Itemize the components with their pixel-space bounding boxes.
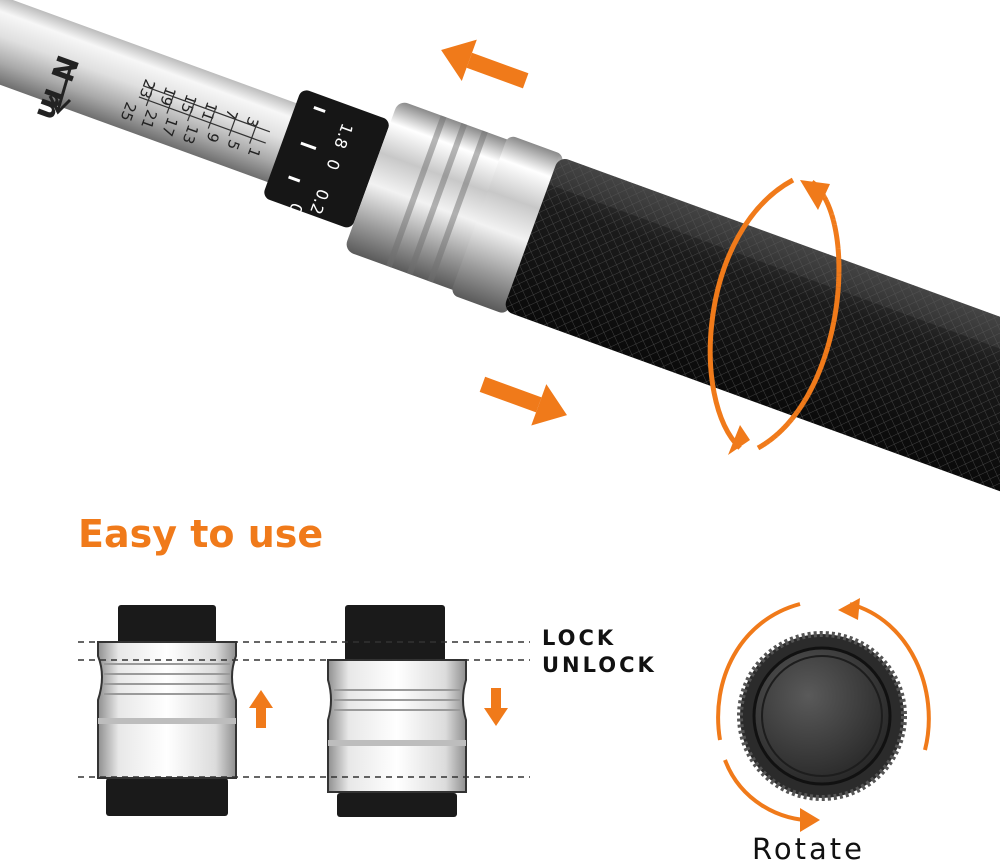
arrow-up-icon bbox=[249, 690, 273, 728]
scale-mark: 13 bbox=[178, 122, 201, 146]
lock-label: LOCK bbox=[542, 626, 617, 650]
arrow-down-icon bbox=[48, 61, 74, 115]
scale-mark: 23 bbox=[135, 77, 158, 101]
wrench-shaft bbox=[0, 0, 316, 189]
rotate-label: Rotate bbox=[752, 832, 865, 866]
scale-mark: 19 bbox=[156, 84, 179, 108]
rotate-arrows-icon bbox=[707, 177, 842, 455]
unlock-label: UNLOCK bbox=[542, 653, 657, 677]
scale-mark: 11 bbox=[197, 99, 220, 123]
arrow-right-icon bbox=[479, 376, 567, 426]
scale-marks-upper: 23 19 15 11 7 3 bbox=[135, 77, 262, 130]
scale-mark: 21 bbox=[137, 107, 160, 131]
scale-mark: 17 bbox=[158, 115, 181, 139]
arrow-left-icon bbox=[441, 39, 529, 89]
scale-dial bbox=[264, 90, 389, 228]
arrow-down-icon bbox=[484, 688, 508, 726]
scale-mark: 25 bbox=[116, 100, 139, 124]
scale-mark: 15 bbox=[177, 92, 200, 116]
lock-diagram bbox=[78, 605, 530, 817]
scale-marks-lower: 25 21 17 13 9 5 1 bbox=[116, 100, 263, 160]
heading-easy-to-use: Easy to use bbox=[78, 512, 324, 556]
rotate-knob bbox=[716, 598, 931, 832]
torque-wrench: N m 23 19 15 11 7 3 25 21 17 13 9 5 1 1.… bbox=[0, 0, 1000, 500]
